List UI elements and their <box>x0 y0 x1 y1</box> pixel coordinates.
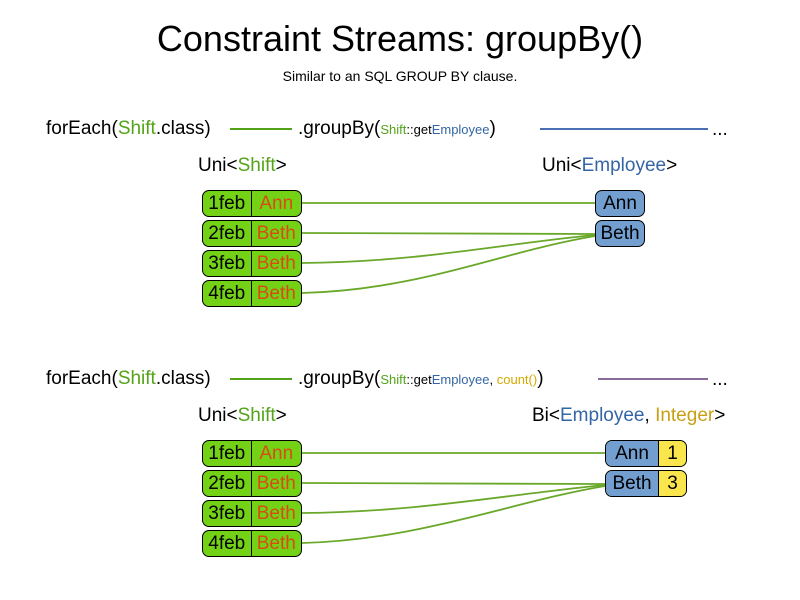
link-2feb-beth <box>301 232 596 235</box>
groupby-prefix: .groupBy( <box>298 118 381 139</box>
foreach-type-shift: Shift <box>117 368 156 389</box>
employee-count-row[interactable]: Ann 1 <box>605 440 687 467</box>
shift-row[interactable]: 1feb Ann <box>202 440 302 467</box>
shift-employee: Beth <box>250 221 301 246</box>
employee-name: Ann <box>606 441 658 466</box>
code-line-foreach-2: forEach(Shift.class) <box>46 369 211 388</box>
code-line-groupby-2: .groupBy(Shift::getEmployee, count()) <box>298 369 544 388</box>
groupby-arg-separator: , <box>489 372 497 387</box>
shift-row[interactable]: 1feb Ann <box>202 190 302 217</box>
type-left-prefix-1: Uni< <box>198 155 238 176</box>
employee-row[interactable]: Beth <box>595 220 645 247</box>
foreach-type-shift: Shift <box>117 118 156 139</box>
groupby-mapper-sep: ::get <box>406 122 432 137</box>
type-right-prefix-1: Uni< <box>542 155 582 176</box>
employee-shift-count: 1 <box>658 441 686 466</box>
shift-employee: Beth <box>250 281 301 306</box>
groupby-prefix: .groupBy( <box>298 368 381 389</box>
shift-row[interactable]: 4feb Beth <box>202 280 302 307</box>
groupby-mapper-owner: Shift <box>380 372 407 387</box>
employee-name: Ann <box>603 193 637 214</box>
employee-name: Beth <box>606 471 658 496</box>
shift-date: 3feb <box>208 503 246 524</box>
type-left-generic-2: Shift <box>237 405 276 426</box>
type-left-suffix-2: > <box>275 405 287 426</box>
type-left-suffix-1: > <box>275 155 287 176</box>
type-label-right-1: Uni<Employee> <box>542 155 677 177</box>
link-2feb-beth-2 <box>301 482 606 485</box>
code-line-foreach-1: forEach(Shift.class) <box>46 119 211 138</box>
shift-date: 2feb <box>208 473 246 494</box>
type-right-suffix-1: > <box>666 155 678 176</box>
employee-row[interactable]: Ann <box>595 190 645 217</box>
type-right-generic-1: Employee <box>581 155 667 176</box>
page-title: Constraint Streams: groupBy() <box>156 18 644 59</box>
type-label-left-1: Uni<Shift> <box>198 155 287 177</box>
type-label-left-2: Uni<Shift> <box>198 405 287 427</box>
shift-date: 1feb <box>208 193 246 214</box>
shift-row[interactable]: 2feb Beth <box>202 470 302 497</box>
groupby-mapper-target: Employee <box>431 122 490 137</box>
shift-date: 3feb <box>208 253 246 274</box>
shift-employee: Beth <box>250 531 301 556</box>
foreach-suffix: .class) <box>155 118 211 139</box>
type-left-prefix-2: Uni< <box>198 405 238 426</box>
code-line-groupby-1: .groupBy(Shift::getEmployee) <box>298 119 496 138</box>
employee-count-row[interactable]: Beth 3 <box>605 470 687 497</box>
ellipsis-1: ... <box>712 119 728 140</box>
shift-employee: Ann <box>250 191 301 216</box>
shift-employee: Beth <box>250 501 301 526</box>
connector-foreach-groupby-1 <box>230 128 292 130</box>
type-label-right-2: Bi<Employee, Integer> <box>532 405 725 427</box>
ellipsis-2: ... <box>712 369 728 390</box>
groupby-mapper-sep: ::get <box>406 372 432 387</box>
type-right-generic-2: Employee <box>560 405 645 426</box>
foreach-prefix: forEach( <box>46 118 118 139</box>
groupby-mapper-target: Employee <box>431 372 490 387</box>
foreach-suffix: .class) <box>155 368 211 389</box>
groupby-mapper-owner: Shift <box>380 122 407 137</box>
type-right-prefix-2: Bi< <box>532 405 560 426</box>
link-3feb-beth <box>301 234 596 264</box>
link-4feb-beth <box>301 235 596 294</box>
shift-date: 2feb <box>208 223 246 244</box>
shift-employee: Ann <box>250 441 301 466</box>
type-left-generic-1: Shift <box>237 155 276 176</box>
employee-shift-count: 3 <box>658 471 686 496</box>
shift-row[interactable]: 3feb Beth <box>202 250 302 277</box>
shift-row[interactable]: 2feb Beth <box>202 220 302 247</box>
type-right-generic2-2: Integer <box>655 405 715 426</box>
shift-date: 4feb <box>208 283 246 304</box>
groupby-suffix: ) <box>537 368 544 389</box>
groupby-suffix: ) <box>489 118 496 139</box>
shift-row[interactable]: 3feb Beth <box>202 500 302 527</box>
connector-groupby-ellipsis-1 <box>540 128 708 130</box>
connector-groupby-ellipsis-2 <box>598 378 708 380</box>
shift-employee: Beth <box>250 471 301 496</box>
type-right-suffix-2: > <box>714 405 726 426</box>
shift-date: 4feb <box>208 533 246 554</box>
link-3feb-beth-2 <box>301 484 606 514</box>
page-subtitle: Similar to an SQL GROUP BY clause. <box>282 68 518 84</box>
shift-date: 1feb <box>208 443 246 464</box>
link-4feb-beth-2 <box>301 485 606 544</box>
link-group-section-1 <box>301 202 596 294</box>
type-right-separator-2: , <box>644 405 656 426</box>
link-group-section-2 <box>301 452 606 544</box>
groupby-collector: count() <box>496 372 538 387</box>
shift-row[interactable]: 4feb Beth <box>202 530 302 557</box>
shift-employee: Beth <box>250 251 301 276</box>
employee-name: Beth <box>600 223 640 244</box>
connector-foreach-groupby-2 <box>230 378 292 380</box>
foreach-prefix: forEach( <box>46 368 118 389</box>
